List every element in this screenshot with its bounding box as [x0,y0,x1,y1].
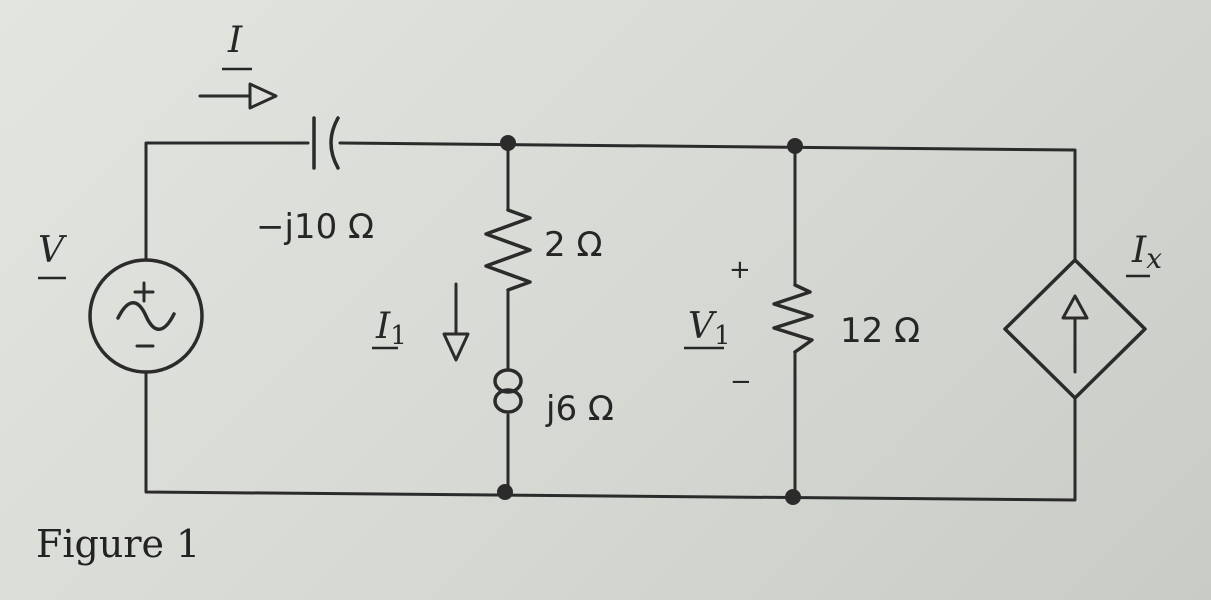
diamond-shape [1003,258,1147,400]
capacitor [312,116,340,170]
label-voltage: V1 [688,306,731,351]
capacitor-plate-2 [329,116,340,170]
label-capacitor: −j10 Ω [256,207,374,247]
dependent-current-source [1003,258,1147,400]
figure-caption: Figure 1 [36,522,201,566]
source-circle [88,258,204,374]
resistor-12-ohm [772,283,814,354]
label-v1-plus: + [729,255,751,285]
inductor-loop-2 [493,388,523,414]
branch-current-prefix: I [375,306,391,347]
label-source-voltage: V [38,230,68,271]
wires [144,141,1077,502]
node-bottom-left [497,484,513,500]
arrow-i1-head [442,332,470,362]
inductor-loop-1 [493,368,523,394]
node-top-right [787,138,803,154]
up-arrow-icon [1061,294,1089,320]
wire-top-mid [338,141,1077,262]
label-resistor-12: 12 Ω [840,311,920,351]
dep-current-prefix: I [1131,230,1147,271]
resistor-2-ohm [484,208,532,292]
voltage-prefix: V [688,306,718,347]
sine-wave-icon [116,301,176,331]
node-bottom-right [785,489,801,505]
node-top-left [500,135,516,151]
down-arrow-icon [442,282,470,362]
dep-current-sub: x [1146,242,1162,275]
arrow-i-head [248,82,278,110]
inductor [493,368,523,414]
current-arrow-icon [198,82,278,110]
voltage-sub: 1 [714,321,731,351]
ac-voltage-source [88,258,204,374]
label-resistor-2: 2 Ω [544,225,602,265]
label-inductor: j6 Ω [545,389,614,429]
label-v1-minus: − [730,367,752,397]
wire-left-bottom [144,370,1077,502]
wire-left-top [144,141,310,262]
branch-current-sub: 1 [390,321,407,351]
label-branch-current: I1 [375,306,407,351]
label-dep-current: Ix [1131,230,1162,275]
label-source-current: I [227,20,243,61]
